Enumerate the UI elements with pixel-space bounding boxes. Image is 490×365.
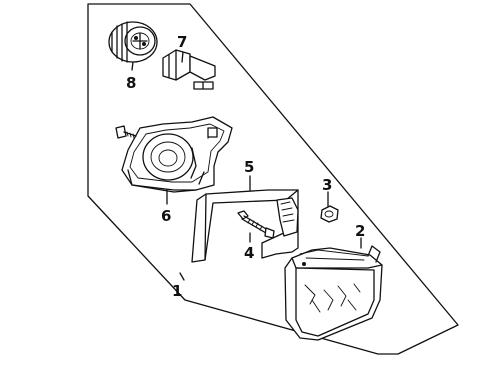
trim-bracket-icon [191,189,299,263]
headlamp-assembly-icon [284,245,383,341]
retaining-clip-icon [320,205,339,223]
callout-1: 1 [172,282,182,300]
bulb-socket-icon [108,21,158,63]
bolt-icon [237,210,275,239]
callout-7: 7 [177,33,187,51]
assembly-boundary [87,3,459,355]
callout-3: 3 [322,176,332,194]
screw-icon [115,125,137,139]
callout-4: 4 [244,244,254,262]
callout-5: 5 [244,158,254,176]
leader-lines [131,51,362,281]
callout-2: 2 [355,222,365,240]
headlamp-housing-icon [121,116,233,193]
halogen-bulb-icon [162,49,216,90]
callout-8: 8 [126,74,136,92]
callout-6: 6 [161,207,171,225]
